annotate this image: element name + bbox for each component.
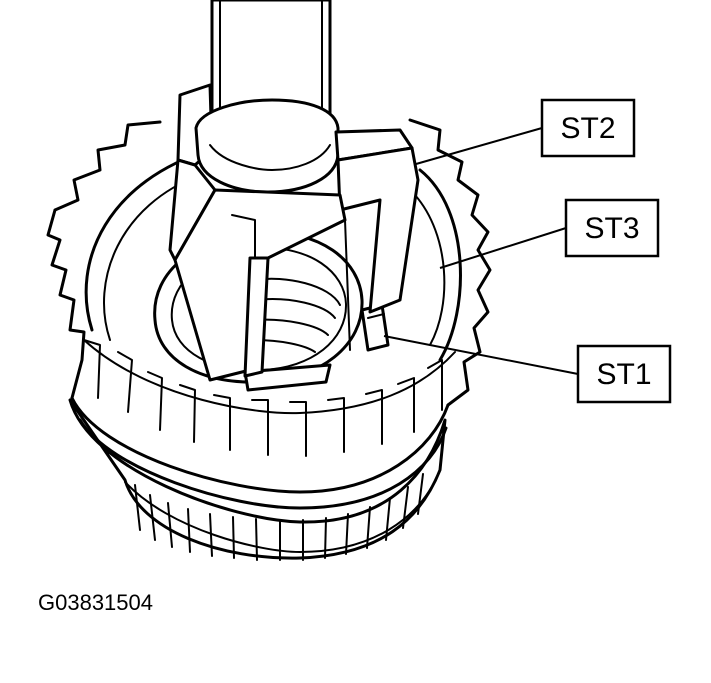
st3-leader xyxy=(439,227,567,269)
callout-st1-label: ST1 xyxy=(596,358,651,391)
clutch-drum xyxy=(68,396,450,561)
st3-tool xyxy=(243,363,332,392)
st2-tool xyxy=(168,83,420,382)
callout-st3: ST3 xyxy=(564,198,660,258)
st1-tool xyxy=(360,303,390,352)
callout-st3-label: ST3 xyxy=(584,212,639,245)
callout-st2-label: ST2 xyxy=(560,112,615,145)
st2-leader xyxy=(415,127,543,165)
callout-st1: ST1 xyxy=(576,344,672,404)
callout-st2: ST2 xyxy=(540,98,636,158)
leader-lines xyxy=(383,127,579,375)
st1-leader xyxy=(383,335,579,375)
figure-id: G03831504 xyxy=(38,590,153,615)
